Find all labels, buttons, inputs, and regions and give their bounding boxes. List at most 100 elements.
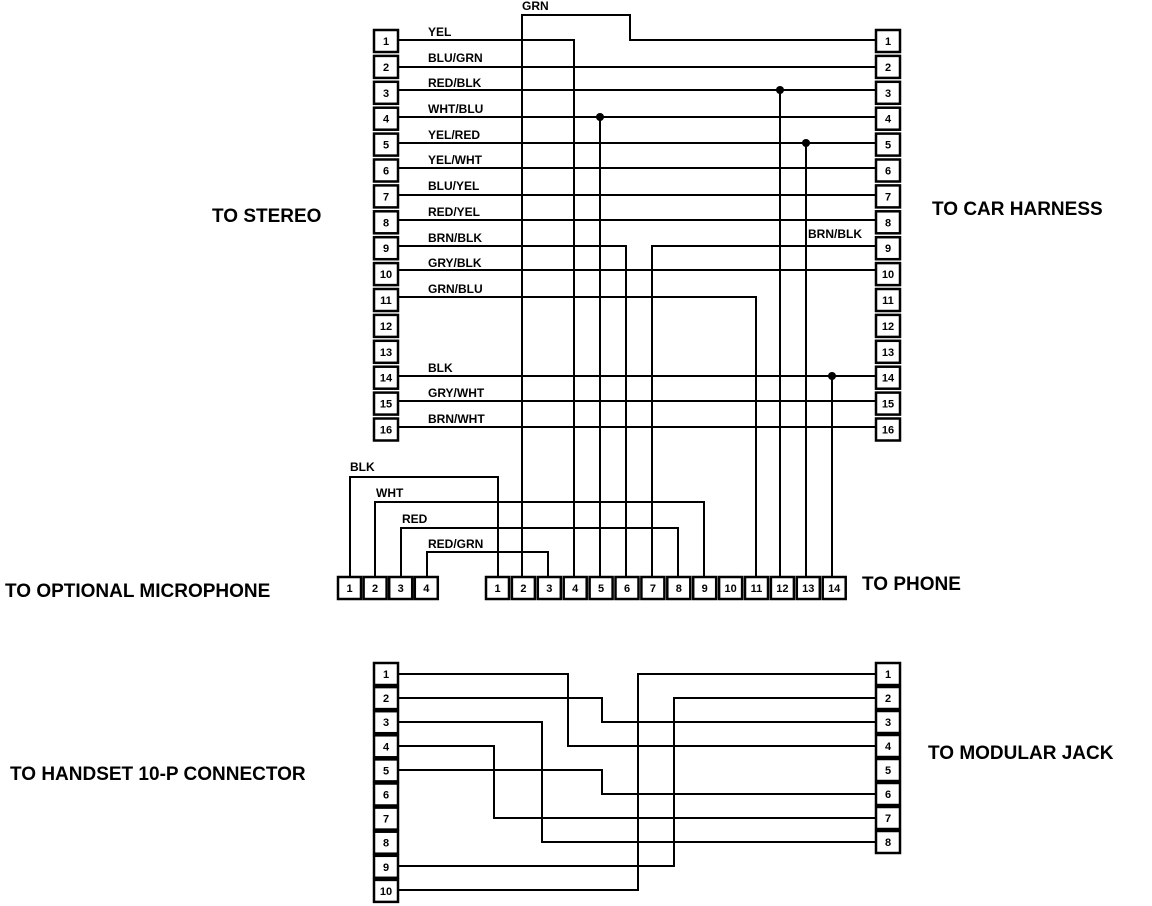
splice-dot-red-blk	[776, 86, 784, 94]
phone-pin-3: 3	[536, 575, 563, 601]
phone-pin-14: 14	[821, 575, 847, 601]
harness-pin-11: 11	[874, 287, 902, 313]
wire-handset-1	[398, 673, 876, 747]
label-blu-grn: BLU/GRN	[428, 51, 483, 65]
phone-pin-label: 4	[572, 583, 579, 595]
wire-mic-wht	[374, 501, 705, 577]
jack-pin-8: 8	[874, 829, 902, 855]
phone-pin-2: 2	[510, 575, 537, 601]
stereo-pin-3: 3	[372, 80, 400, 106]
phone-pin-13: 13	[795, 575, 822, 601]
label-gry-wht: GRY/WHT	[428, 386, 485, 400]
harness-pin-2: 2	[874, 54, 902, 80]
harness-pin-15: 15	[874, 391, 902, 416]
stereo-pin-5: 5	[372, 132, 400, 157]
to-handset-label: TO HANDSET 10-P CONNECTOR	[10, 764, 306, 785]
label-brn-blk-harness: BRN/BLK	[808, 227, 862, 241]
stereo-pin-label: 5	[383, 140, 389, 152]
stereo-pin-label: 15	[380, 399, 392, 411]
handset-pin-label: 7	[383, 814, 389, 826]
wire-handset-3	[398, 721, 876, 843]
harness-pin-label: 1	[885, 36, 891, 48]
harness-pin-7: 7	[874, 184, 902, 209]
label-gry-blk: GRY/BLK	[428, 256, 482, 270]
harness-pin-1: 1	[874, 28, 902, 54]
wire-grn-blu	[398, 296, 757, 577]
jack-pin-label: 3	[885, 717, 891, 729]
mic-pin-label: 4	[423, 583, 430, 595]
harness-pin-4: 4	[874, 106, 902, 131]
handset-pin-6: 6	[372, 782, 400, 807]
label-blu-yel: BLU/YEL	[428, 179, 479, 193]
splice-dot-wht-blu	[596, 113, 604, 121]
wire-brn-blk	[398, 245, 627, 577]
phone-pin-label: 8	[676, 583, 682, 595]
handset-pin-label: 5	[383, 765, 389, 777]
harness-pin-9: 9	[874, 235, 902, 261]
harness-pin-label: 6	[885, 166, 891, 178]
to-phone-label: TO PHONE	[862, 574, 961, 595]
stereo-pin-2: 2	[372, 54, 400, 80]
upper-wires	[349, 14, 876, 577]
handset-pin-label: 9	[383, 862, 389, 874]
harness-pin-3: 3	[874, 80, 902, 106]
label-mic-red: RED	[402, 512, 428, 526]
wire-mic-red-grn	[426, 551, 549, 577]
phone-pin-8: 8	[666, 575, 692, 601]
stereo-pin-label: 8	[383, 217, 389, 229]
mic-pin-label: 1	[346, 583, 352, 595]
label-mic-red-grn: RED/GRN	[428, 537, 483, 551]
wire-brn-blk-harness	[651, 245, 876, 577]
wire-labels: GRN YEL BLU/GRN RED/BLK WHT/BLU YEL/RED …	[350, 0, 862, 551]
phone-pin-label: 5	[598, 583, 604, 595]
phone-pin-7: 7	[640, 575, 666, 601]
phone-pin-label: 10	[724, 583, 736, 595]
label-brn-blk: BRN/BLK	[428, 231, 482, 245]
jack-pin-2: 2	[874, 685, 902, 711]
wire-handset-4	[398, 745, 876, 819]
handset-pin-label: 6	[383, 790, 389, 802]
label-red-blk: RED/BLK	[428, 76, 482, 90]
handset-pin-9: 9	[372, 854, 400, 880]
handset-pin-label: 1	[383, 669, 389, 681]
stereo-pin-14: 14	[372, 365, 400, 390]
stereo-pin-1: 1	[372, 28, 400, 54]
wire-handset-2	[398, 697, 876, 723]
harness-pin-label: 14	[882, 373, 895, 385]
stereo-pin-label: 3	[383, 88, 389, 100]
label-red-yel: RED/YEL	[428, 205, 480, 219]
harness-pin-label: 16	[882, 425, 894, 437]
harness-pin-5: 5	[874, 132, 902, 157]
harness-pin-label: 3	[885, 88, 891, 100]
jack-pin-label: 6	[885, 789, 891, 801]
phone-pin-9: 9	[691, 575, 718, 601]
harness-pin-label: 10	[882, 269, 894, 281]
mic-pin-label: 2	[372, 583, 378, 595]
stereo-pin-11: 11	[372, 287, 400, 313]
phone-pin-12: 12	[769, 575, 796, 601]
harness-pin-8: 8	[874, 210, 902, 235]
harness-pin-label: 13	[882, 347, 894, 359]
handset-wires	[398, 673, 876, 891]
phone-pin-label: 12	[776, 583, 788, 595]
phone-pin-10: 10	[717, 575, 744, 601]
label-wht-blu: WHT/BLU	[428, 102, 483, 116]
jack-pin-label: 2	[885, 693, 891, 705]
to-car-harness-label: TO CAR HARNESS	[932, 199, 1103, 220]
handset-pin-label: 3	[383, 717, 389, 729]
phone-pin-label: 2	[520, 583, 526, 595]
to-stereo-label: TO STEREO	[212, 206, 321, 227]
handset-pin-5: 5	[372, 758, 400, 783]
label-grn-blu: GRN/BLU	[428, 282, 483, 296]
label-blk: BLK	[428, 361, 453, 375]
label-mic-blk: BLK	[350, 460, 375, 474]
stereo-pin-4: 4	[372, 106, 400, 131]
phone-pin-label: 13	[802, 583, 814, 595]
phone-pin-label: 1	[494, 583, 500, 595]
label-grn: GRN	[522, 0, 549, 13]
phone-pin-1: 1	[484, 575, 511, 601]
